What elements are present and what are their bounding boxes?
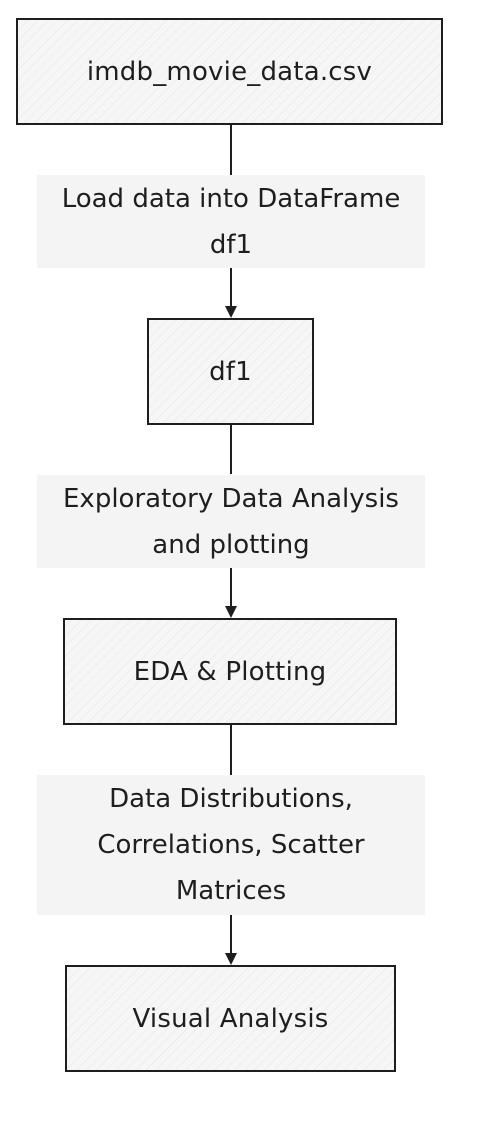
edge-label-exploratory-data-analysis: Exploratory Data Analysis and plotting xyxy=(37,475,425,568)
node-label: imdb_movie_data.csv xyxy=(86,56,373,87)
node-visual-analysis[interactable]: Visual Analysis xyxy=(65,965,396,1072)
node-eda-plotting[interactable]: EDA & Plotting xyxy=(63,618,397,725)
node-label: EDA & Plotting xyxy=(133,656,327,687)
node-df1[interactable]: df1 xyxy=(147,318,314,425)
edge-label-data-distributions: Data Distributions, Correlations, Scatte… xyxy=(37,775,425,915)
node-label: Visual Analysis xyxy=(132,1003,329,1034)
edge-label-load-data: Load data into DataFrame df1 xyxy=(37,175,425,268)
node-label: df1 xyxy=(209,356,252,387)
node-imdb-movie-data-csv[interactable]: imdb_movie_data.csv xyxy=(16,18,443,125)
